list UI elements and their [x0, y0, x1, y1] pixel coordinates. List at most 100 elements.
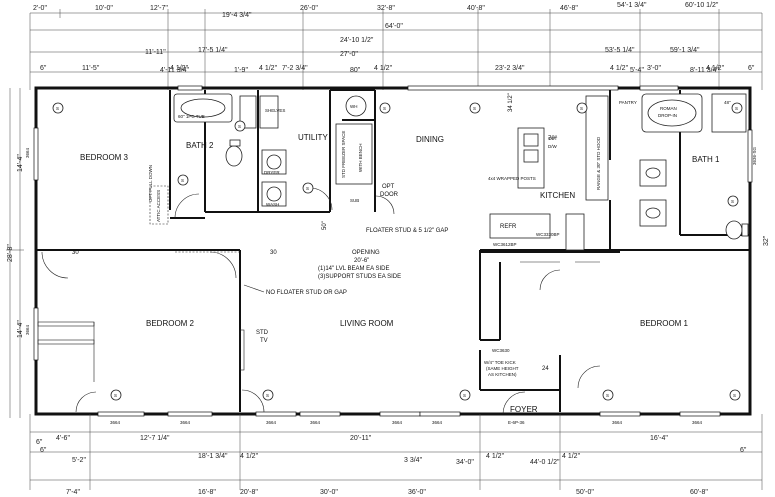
smoke-detector-icon: S	[727, 195, 739, 207]
wash-label: WASH	[266, 202, 279, 207]
bath2-fixtures: 60" 1PC TUB SHELVES DRYER WASH	[173, 93, 287, 207]
bath1-fixtures: ROMAN DROP-IN 48"	[639, 93, 749, 240]
top-dim-r4-3: 4 1/2"	[170, 65, 189, 72]
bottom-dim-1: 6"	[36, 439, 43, 446]
dim-50-label: 50"	[322, 221, 328, 230]
top-dim-r4-13: 6"	[748, 65, 755, 72]
bottom-dim-9: 44'-0 1/2"	[530, 459, 560, 466]
top-dim-r4-2: 11'-5"	[82, 65, 100, 72]
tub-label: 60" 1PC TUB	[178, 114, 205, 119]
bottom-dim-r2-3: 6"	[40, 447, 47, 454]
interior-walls	[36, 89, 750, 412]
top-dim-1: 2'-0"	[33, 5, 47, 12]
svg-text:S: S	[114, 393, 117, 398]
top-dim-r4-12: 4 1/2"	[706, 65, 725, 72]
top-dim-r2-4: 53'-5 1/4"	[605, 47, 635, 54]
bottom-dim-r3-7: 60'-8"	[690, 489, 708, 496]
living-label: LIVING ROOM	[340, 319, 394, 328]
std-tv-line1: STD	[256, 330, 269, 336]
bedroom3-label: BEDROOM 3	[80, 153, 129, 162]
attic-access: ATTIC ACCESS OPT PULL DOWN	[148, 165, 169, 225]
attic-label: ATTIC ACCESS	[156, 190, 161, 222]
notes: FLOATER STUD & 5 1/2" GAP OPENING 20'-6"…	[72, 221, 549, 377]
dim-30-a: 30	[72, 250, 79, 256]
top-dim-r3-2: 27'-0"	[340, 51, 358, 58]
svg-text:S: S	[580, 106, 583, 111]
top-dim-r4-11: 3'-0"	[647, 65, 661, 72]
top-dim-r4-5: 4 1/2"	[259, 65, 278, 72]
top-dim-r4-1: 6"	[40, 65, 47, 72]
wc3630-label: WC3630	[492, 348, 510, 353]
toe-kick-line2: (SAME HEIGHT	[486, 366, 519, 371]
closets	[37, 251, 245, 382]
top-dim-r4-9: 23'-2 3/4"	[495, 65, 525, 72]
bottom-dim-r3-4: 30'-0"	[320, 489, 338, 496]
right-dim-32: 32"	[763, 235, 770, 246]
opening-line3: (1)14" LVL BEAM EA SIDE	[318, 266, 390, 272]
std-tv-line2: TV	[260, 338, 268, 344]
svg-text:S: S	[56, 106, 59, 111]
water-heater-label: WH	[350, 104, 358, 109]
opt-pull-label: OPT PULL DOWN	[148, 165, 153, 202]
smoke-detector-icon: S	[234, 120, 246, 132]
smoke-detector-icon: S	[469, 102, 481, 114]
bottom-window-1: 3664	[110, 420, 121, 425]
floater-note: FLOATER STUD & 5 1/2" GAP	[366, 228, 448, 234]
bottom-window-7: 3664	[612, 420, 623, 425]
smoke-detector-icon: S	[602, 389, 614, 401]
toe-kick-line3: AS KITCHEN)	[488, 372, 517, 377]
svg-text:S: S	[238, 124, 241, 129]
front-door-code: E-6P-36	[508, 420, 525, 425]
top-dim-7: 40'-8"	[467, 5, 485, 12]
range-label: RANGE & 30" STD HOOD	[596, 136, 601, 190]
smoke-detector-icon: S	[731, 102, 743, 114]
top-dim-5: 26'-0"	[300, 5, 318, 12]
bedroom2-label: BEDROOM 2	[146, 319, 195, 328]
top-dim-4: 19'-4 3/4"	[222, 12, 252, 19]
dim-70-label: 70"	[548, 136, 557, 142]
dishwasher-label: D/W	[548, 144, 558, 149]
toe-kick-line1: W/4" TOE KICK	[484, 360, 516, 365]
bottom-dim-10: 4 1/2"	[562, 453, 581, 460]
top-dim-r3-3: 5'-4"	[630, 67, 644, 74]
svg-text:S: S	[731, 199, 734, 204]
top-overall-dim: 64'-0"	[385, 23, 403, 30]
bath2-label: BATH 2	[186, 141, 214, 150]
top-dim-r4-6: 7'-2 3/4"	[282, 65, 308, 72]
wc3612-label: WC3612BP	[493, 242, 517, 247]
foyer-label: FOYER	[510, 405, 538, 414]
dining-label: DINING	[416, 135, 444, 144]
wc3330-label: WC3330BP	[536, 232, 560, 237]
svg-text:S: S	[733, 393, 736, 398]
top-dim-r4-4: 1'-9"	[234, 67, 248, 74]
sub-label: SUB	[350, 198, 359, 203]
svg-text:S: S	[306, 186, 309, 191]
dim-36-label: 34 1/2"	[508, 93, 514, 112]
left-window-upper: 3664	[25, 147, 30, 158]
smoke-detector-icon: S	[576, 102, 588, 114]
no-floater-note: NO FLOATER STUD OR GAP	[266, 290, 347, 296]
bottom-dim-8: 4 1/2"	[486, 453, 505, 460]
bottom-dim-7: 34'-0"	[456, 459, 474, 466]
top-dim-9: 54'-1 3/4"	[617, 2, 647, 9]
smoke-detector-icon: S	[302, 182, 314, 194]
opening-line2: 20'-6"	[354, 258, 369, 264]
opt-dw-label: OPT	[548, 136, 558, 141]
shower-48-label: 48"	[724, 100, 731, 105]
svg-text:S: S	[266, 393, 269, 398]
utility-label: UTILITY	[298, 133, 328, 142]
opt-door-line2: DOOR	[380, 192, 399, 198]
kitchen-fixtures: D/W OPT 4x4 WRAPPED POSTS RANGE & 30" ST…	[488, 93, 637, 251]
left-dim-overall: 28'-8"	[7, 244, 14, 262]
smoke-detectors: S S S S S S S S S S S S S S	[52, 102, 743, 401]
top-dim-r3-4: 8'-11 3/4"	[690, 67, 720, 74]
bottom-dim-r3-3: 20'-8"	[240, 489, 258, 496]
bottom-window-5: 3664	[392, 420, 403, 425]
refrigerator-label: REFR	[500, 224, 517, 230]
left-window-lower: 3664	[25, 324, 30, 335]
bottom-dim-2: 4'-6"	[56, 435, 70, 442]
left-dim-lower: 14'-4"	[17, 320, 24, 338]
bottom-dim-6: 20'-11"	[350, 435, 372, 442]
dim-30-b: 30	[270, 250, 277, 256]
